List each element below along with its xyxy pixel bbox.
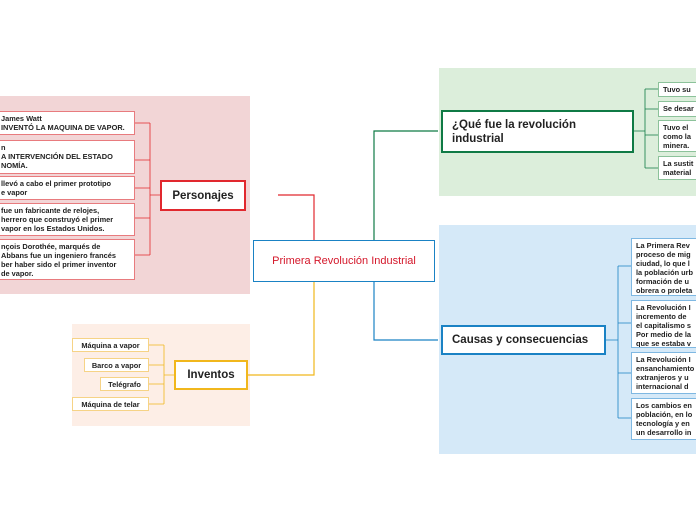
central-topic[interactable]: Primera Revolución Industrial xyxy=(253,240,435,282)
que-fue-item-3[interactable]: Tuvo el como la minera. xyxy=(658,120,696,152)
causas-item-3[interactable]: La Revolución I ensanchamiento extranjer… xyxy=(631,352,696,394)
que-fue-item-2[interactable]: Se desar xyxy=(658,101,696,117)
central-topic-label: Primera Revolución Industrial xyxy=(272,255,416,267)
que-fue-item-4[interactable]: La sustit material xyxy=(658,156,696,180)
causas-topic[interactable]: Causas y consecuencias xyxy=(441,325,606,355)
causas-label: Causas y consecuencias xyxy=(452,334,589,346)
invento-item-4[interactable]: Máquina de telar xyxy=(72,397,149,411)
que-fue-label: ¿Qué fue la revolución industrial xyxy=(452,118,576,145)
personaje-item-3[interactable]: llevó a cabo el primer prototipo e vapor xyxy=(0,176,135,200)
inventos-label: Inventos xyxy=(187,369,235,381)
personaje-item-4[interactable]: fue un fabricante de relojes, herrero qu… xyxy=(0,203,135,236)
personaje-item-1[interactable]: James Watt INVENTÓ LA MAQUINA DE VAPOR. xyxy=(0,111,135,135)
invento-item-3[interactable]: Telégrafo xyxy=(100,377,149,391)
causas-item-4[interactable]: Los cambios en población, en lo tecnolog… xyxy=(631,398,696,440)
personaje-item-2[interactable]: n A INTERVENCIÓN DEL ESTADO NOMÍA. xyxy=(0,140,135,174)
invento-item-1[interactable]: Máquina a vapor xyxy=(72,338,149,352)
inventos-topic[interactable]: Inventos xyxy=(174,360,248,390)
que-fue-topic[interactable]: ¿Qué fue la revolución industrial xyxy=(441,110,634,153)
invento-item-2[interactable]: Barco a vapor xyxy=(84,358,149,372)
personaje-item-5[interactable]: nçois Dorothée, marqués de Abbans fue un… xyxy=(0,239,135,280)
que-fue-item-1[interactable]: Tuvo su xyxy=(658,82,696,97)
causas-item-1[interactable]: La Primera Rev proceso de mig ciudad, lo… xyxy=(631,238,696,296)
personajes-topic[interactable]: Personajes xyxy=(160,180,246,211)
personajes-label: Personajes xyxy=(172,189,234,202)
causas-item-2[interactable]: La Revolución I incremento de el capital… xyxy=(631,300,696,348)
